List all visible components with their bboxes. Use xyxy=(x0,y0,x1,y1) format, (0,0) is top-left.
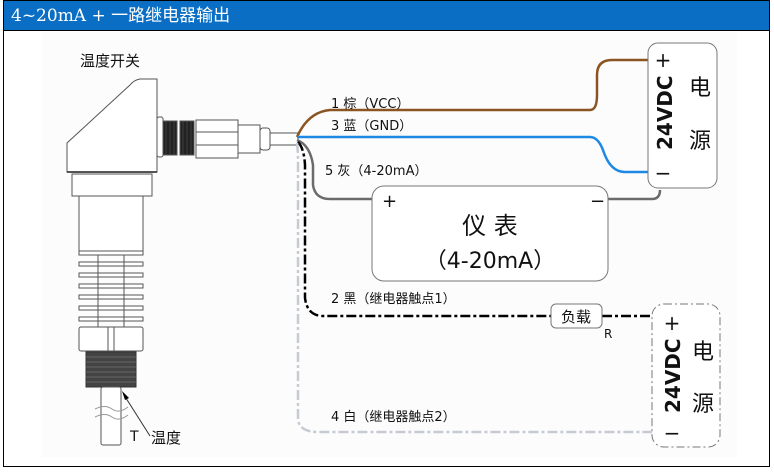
load-box xyxy=(550,303,603,329)
ps1-plus: + xyxy=(655,48,672,72)
meter-box xyxy=(371,185,609,282)
wire-label-blue: 3 蓝（GND） xyxy=(331,119,412,134)
wire-blue xyxy=(297,135,648,174)
thread-lines xyxy=(86,356,136,383)
wire-label-white: 4 白（继电器触点2） xyxy=(331,409,456,425)
ps1-name-1: 电 xyxy=(689,76,711,101)
knurl-lines xyxy=(165,121,192,155)
ps2-minus: − xyxy=(664,421,681,445)
power-supply-1 xyxy=(647,42,718,189)
ps2-plus: + xyxy=(664,311,681,335)
wire-label-brown: 1 棕（VCC） xyxy=(331,97,409,112)
wire-label-gray: 5 灰（4-20mA） xyxy=(325,164,427,179)
ps2-name-2: 源 xyxy=(692,392,714,417)
ps1-voltage: 24VDC xyxy=(653,75,677,150)
probe-pointer-line xyxy=(123,394,151,437)
load-label: 负载 xyxy=(561,308,591,326)
arrow-icon xyxy=(122,391,129,400)
m12-connector-icon xyxy=(156,116,299,159)
wire-white xyxy=(295,142,652,434)
wire-gray xyxy=(296,138,372,201)
ps1-name-2: 源 xyxy=(689,129,711,154)
wire-black xyxy=(297,141,551,318)
load-ref: R xyxy=(604,327,612,341)
meter-name: 仪 表 xyxy=(462,212,518,240)
power-supply-2 xyxy=(651,303,721,448)
sensor-label: 温度开关 xyxy=(80,52,140,70)
probe-break-mark xyxy=(94,406,129,420)
ps2-voltage: 24VDC xyxy=(661,338,685,413)
meter-range: （4-20mA） xyxy=(425,249,555,274)
ps2-name-1: 电 xyxy=(692,340,714,365)
wire-label-black: 2 黑（继电器触点1） xyxy=(331,292,456,307)
diagram-title: 4~20mA + 一路继电器输出 xyxy=(4,1,769,31)
wire-gray-return xyxy=(608,189,662,201)
probe-label-t: T xyxy=(129,429,139,445)
ps1-minus: − xyxy=(655,161,672,185)
probe-label: 温度 xyxy=(151,429,181,447)
wire-brown xyxy=(295,58,648,138)
meter-minus: − xyxy=(590,191,605,212)
meter-plus: + xyxy=(382,191,397,212)
